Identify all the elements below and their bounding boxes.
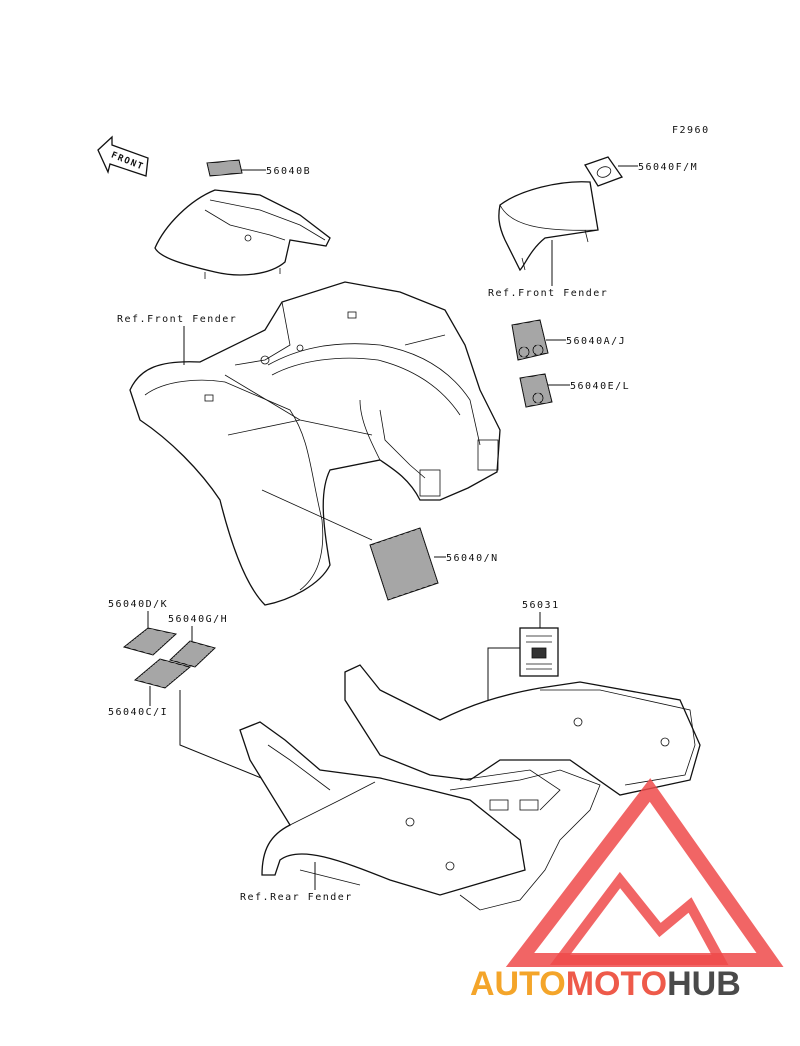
label-56040G-H: 56040G/H xyxy=(168,614,228,625)
label-56040C-I: 56040C/I xyxy=(108,707,168,718)
watermark-auto: AUTO xyxy=(470,965,566,1003)
front-cover-part xyxy=(154,189,331,279)
watermark-moto: MOTO xyxy=(566,965,667,1003)
decal-56040A-J xyxy=(511,319,549,361)
label-ref-rear-fender: Ref.Rear Fender xyxy=(240,892,353,903)
label-56040-N: 56040/N xyxy=(446,553,499,564)
label-ref-front-fender-top: Ref.Front Fender xyxy=(488,288,608,299)
label-56040B: 56040B xyxy=(266,166,311,177)
front-fender xyxy=(129,281,501,606)
right-cover-part xyxy=(498,181,599,272)
decal-56040B xyxy=(206,159,243,177)
watermark-text: AUTOMOTOHUB xyxy=(470,965,741,1003)
label-56040F-M: 56040F/M xyxy=(638,162,698,173)
label-56040A-J: 56040A/J xyxy=(566,336,626,347)
figure-code: F2960 xyxy=(672,125,710,136)
decal-56040D-K xyxy=(122,627,178,656)
label-ref-front-fender-left: Ref.Front Fender xyxy=(117,314,237,325)
rear-fender xyxy=(239,664,701,911)
decal-56040F-M xyxy=(584,156,624,187)
label-56040E-L: 56040E/L xyxy=(570,381,630,392)
label-56040D-K: 56040D/K xyxy=(108,599,168,610)
decal-56040G-H xyxy=(169,640,216,668)
watermark-hub: HUB xyxy=(667,965,741,1003)
decal-56031 xyxy=(519,627,559,677)
front-direction-arrow: FRONT xyxy=(97,135,149,177)
decal-56040E-L xyxy=(519,373,553,408)
watermark-logo xyxy=(505,778,784,967)
label-56031: 56031 xyxy=(522,600,560,611)
decal-56040C-I xyxy=(133,658,192,689)
decal-56040-N xyxy=(369,527,439,601)
